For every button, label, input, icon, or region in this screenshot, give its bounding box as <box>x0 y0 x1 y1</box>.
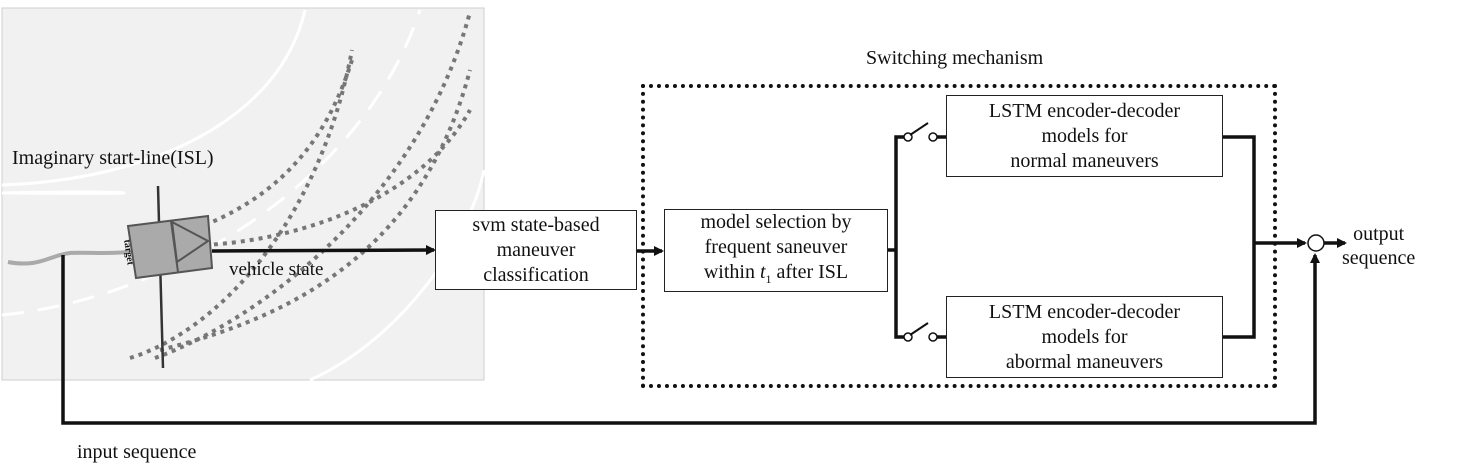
switch-branches <box>887 122 947 342</box>
switching-mechanism-frame <box>641 84 1277 388</box>
model-selection-line2: frequent saneuver <box>704 235 848 258</box>
switch-abnormal-blade <box>909 322 929 336</box>
vehicle-state-label: vehicle state <box>229 259 324 280</box>
output-sequence-label: output sequence <box>1342 223 1416 269</box>
svm-block-text: svm state-based maneuver classification <box>472 213 600 286</box>
target-vehicle <box>126 214 214 280</box>
switch-normal-blade <box>909 122 929 136</box>
input-sequence-path <box>61 253 1320 425</box>
lstm-normal-text: LSTM encoder-decoder models for normal m… <box>988 99 1181 172</box>
lstm-normal-block: LSTM encoder-decoder models for normal m… <box>946 95 1223 177</box>
isl-label: Imaginary start-line(ISL) <box>12 147 214 169</box>
input-sequence-label: input sequence <box>77 441 197 463</box>
vehicle-label: target <box>121 238 136 266</box>
switching-mechanism-label: Switching mechanism <box>866 47 1044 69</box>
model-selection-block: model selection by frequent saneuver wit… <box>664 209 888 292</box>
model-selection-line3: within t1 after ISL <box>703 260 849 286</box>
svm-classification-block: svm state-based maneuver classification <box>435 210 637 290</box>
lstm-abnormal-block: LSTM encoder-decoder models for abormal … <box>946 296 1223 378</box>
merge-lines <box>1222 135 1307 339</box>
model-selection-line1: model selection by <box>700 210 852 233</box>
summing-node <box>1307 234 1325 252</box>
vehicle-state-arrow <box>211 245 436 256</box>
road-scene <box>1 7 486 382</box>
lstm-abnormal-text: LSTM encoder-decoder models for abormal … <box>988 300 1181 373</box>
